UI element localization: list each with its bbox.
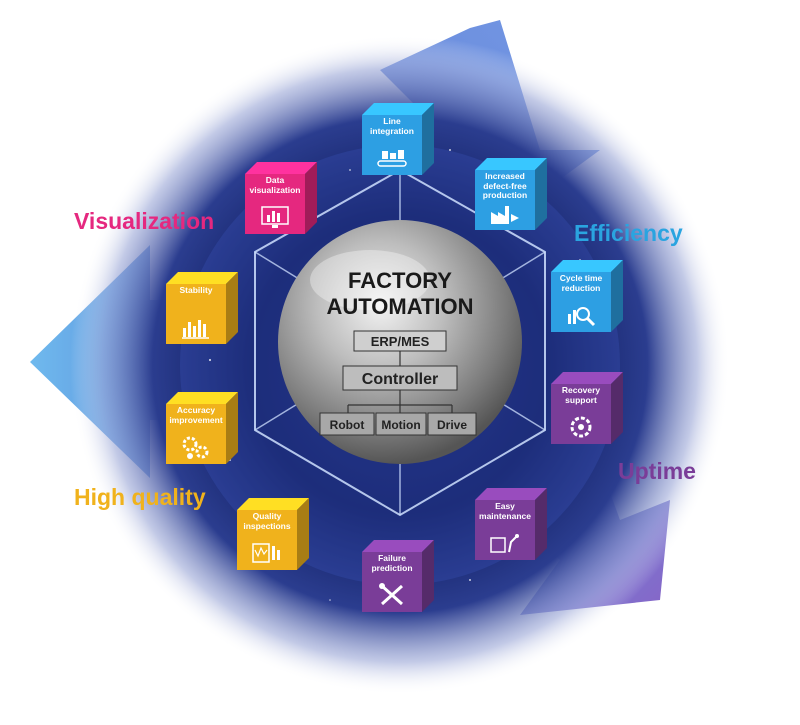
robot-tablet-icon — [490, 534, 519, 553]
robot-box — [319, 412, 375, 436]
monitor-chart-icon — [261, 206, 289, 228]
cube-label-line1: Cycle time — [559, 273, 603, 283]
cube-label-line1: Data — [265, 175, 285, 185]
motion-box — [375, 412, 427, 436]
cube-side-face — [535, 158, 547, 230]
cube-label-line3: production — [482, 190, 528, 200]
cube-label-line1: Easy — [495, 501, 515, 511]
category-uptime: Uptime — [618, 458, 696, 484]
cube-label-line1: Failure — [378, 553, 406, 563]
cube-top-face — [475, 488, 547, 500]
cube-label-line2: prediction — [371, 562, 413, 573]
category-visualization: Visualization — [74, 208, 215, 234]
controller-label: Controller — [362, 371, 438, 388]
bar-chart-icon — [182, 320, 209, 339]
category-high-quality: High quality — [74, 484, 206, 510]
robot-label: Robot — [330, 418, 365, 432]
center-title-line2: AUTOMATION — [326, 294, 473, 319]
cube-front-face — [166, 404, 226, 464]
cube-side-face — [535, 488, 547, 560]
cube-side-face — [305, 162, 317, 234]
cube-top-face — [475, 158, 547, 170]
conveyor-icon — [377, 150, 407, 167]
controller-box — [342, 365, 458, 391]
cube-side-face — [226, 272, 238, 344]
cube-label-line2: reduction — [561, 282, 601, 293]
gears-icon — [182, 436, 209, 459]
cube-front-face — [362, 115, 422, 175]
cube-front-face — [237, 510, 297, 570]
cube-label-line2: maintenance — [479, 510, 531, 521]
inspection-icon — [252, 543, 280, 563]
cube-label-line2: visualization — [249, 184, 301, 195]
cube-top-face — [237, 498, 309, 510]
gear-recovery-icon — [570, 416, 592, 438]
cube-top-face — [166, 272, 238, 284]
cube-side-face — [422, 103, 434, 175]
cube-label-line1: Accuracy — [176, 405, 216, 415]
center-title-line1: FACTORY — [348, 268, 452, 293]
drive-box — [427, 412, 477, 436]
cube-side-face — [297, 498, 309, 570]
cube-side-face — [611, 372, 623, 444]
magnifier-chart-icon — [568, 307, 596, 327]
sphere-highlight — [310, 250, 430, 310]
cube-label: Stability — [167, 285, 225, 296]
cube-label-line1: Recovery — [561, 385, 601, 395]
category-efficiency: Efficiency — [574, 220, 683, 246]
controller-connectors — [347, 390, 453, 413]
tools-icon — [379, 583, 404, 606]
cube-top-face — [551, 372, 623, 384]
cube-stability: Stability — [166, 272, 238, 344]
cube-label-line1: Increased — [485, 171, 525, 181]
factory-icon — [491, 206, 519, 224]
cube-label-line1: Line — [383, 116, 401, 126]
erp-mes-label: ERP/MES — [371, 334, 430, 349]
motion-label: Motion — [381, 418, 420, 432]
cube-side-face — [422, 540, 434, 612]
cube-front-face — [551, 272, 611, 332]
cube-top-face — [245, 162, 317, 174]
cube-front-face — [362, 552, 422, 612]
cube-side-face — [226, 392, 238, 464]
cube-label-line2: support — [565, 394, 597, 405]
cube-side-face — [611, 260, 623, 332]
cube-top-face — [362, 540, 434, 552]
cube-label-line2: integration — [370, 125, 414, 136]
cube-top-face — [166, 392, 238, 404]
cube-label-line2: inspections — [243, 520, 291, 531]
drive-label: Drive — [437, 418, 467, 432]
cube-top-face — [551, 260, 623, 272]
cube-label-line1: Quality — [252, 511, 282, 521]
cube-front-face — [551, 384, 611, 444]
cube-label-line2: improvement — [169, 414, 223, 425]
cube-label-line2: defect-free — [483, 180, 527, 191]
cube-label-line1: Stability — [179, 285, 213, 295]
cube-top-face — [362, 103, 434, 115]
